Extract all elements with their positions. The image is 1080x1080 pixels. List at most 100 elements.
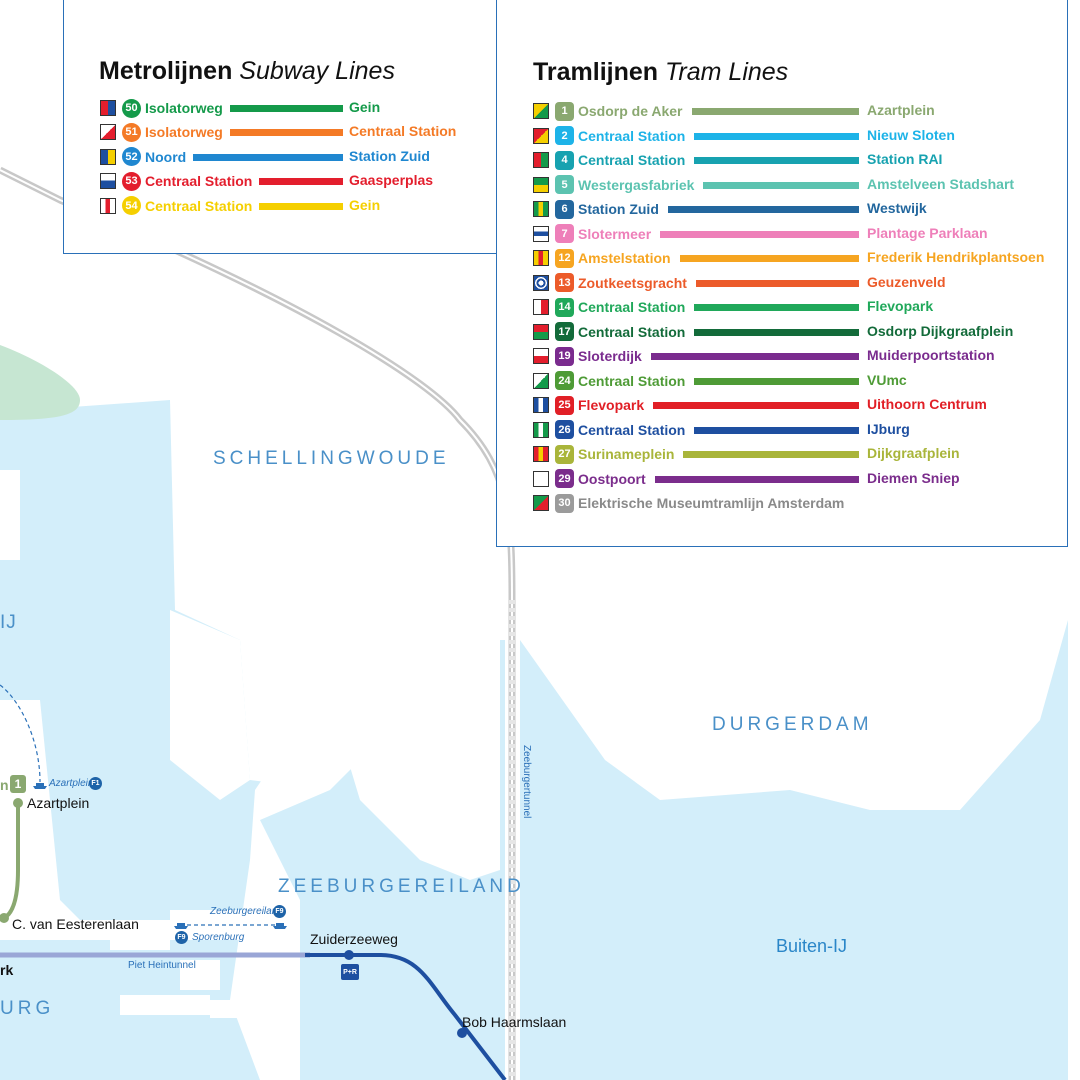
line-number-badge: 30 — [555, 493, 574, 513]
place-ij: IJ — [0, 612, 17, 633]
line-number-badge: 19 — [555, 346, 574, 366]
line-destination: Azartplein — [867, 102, 935, 118]
station-dot-eesterenlaan — [0, 913, 9, 923]
line-number-badge: 17 — [555, 322, 574, 341]
line-flag-icon — [533, 446, 549, 462]
station-partial-left: n — [0, 777, 9, 793]
tram-legend-title: Tramlijnen Tram Lines — [533, 58, 788, 87]
park-ride-icon: P+R — [341, 964, 359, 980]
ferry-stop-azartplein: Azartplein — [49, 778, 94, 789]
line-origin: Elektrische Museumtramlijn Amsterdam — [578, 495, 845, 511]
line-origin: Zoutkeetsgracht — [578, 274, 687, 291]
line-origin: Oostpoort — [578, 470, 646, 487]
line-origin: Centraal Station — [578, 127, 686, 144]
line-color-bar — [683, 451, 859, 458]
ferry-icon — [33, 783, 47, 789]
line-origin: Osdorp de Aker — [578, 103, 683, 119]
tunnel-piet-heintunnel: Piet Heintunnel — [128, 960, 196, 971]
line-origin: Station Zuid — [578, 201, 659, 217]
ferry-stop-zeeburgereiland: Zeeburgereiland — [210, 906, 283, 917]
station-dot-bob-haarmslaan — [457, 1028, 467, 1038]
line-flag-icon — [533, 201, 549, 217]
line-destination: Amstelveen Stadshart — [867, 175, 1015, 192]
line-number-badge: 29 — [555, 469, 574, 488]
line-destination: VUmc — [867, 371, 907, 388]
line-number-badge: 24 — [555, 371, 574, 390]
station-bob-haarmslaan[interactable]: Bob Haarmslaan — [462, 1014, 567, 1030]
line-flag-icon — [100, 148, 116, 165]
line-origin: Centraal Station — [145, 197, 253, 214]
subway-legend-title: Metrolijnen Subway Lines — [99, 57, 395, 86]
water-buiten-ij: Buiten-IJ — [776, 936, 848, 956]
line-destination: Uithoorn Centrum — [867, 396, 987, 412]
place-schellingwoude: SCHELLINGWOUDE — [213, 448, 450, 469]
line-color-bar — [694, 157, 859, 164]
line-flag-icon — [533, 495, 549, 511]
line-color-bar — [694, 328, 859, 336]
station-partial-park[interactable]: rk — [0, 962, 14, 978]
line-origin: Centraal Station — [578, 323, 686, 340]
line-color-bar — [694, 304, 859, 311]
line-color-bar — [193, 153, 343, 161]
ferry-f1-icon: F1 — [89, 777, 102, 790]
line-color-bar — [703, 181, 859, 189]
line-flag-icon — [533, 103, 549, 119]
line-flag-icon — [100, 173, 116, 190]
line-destination: Gein — [349, 196, 381, 213]
line-number-badge: 14 — [555, 297, 574, 317]
line-number-badge: 27 — [555, 444, 574, 464]
line-color-bar — [694, 132, 859, 140]
line-number-badge: 2 — [555, 126, 574, 145]
station-zuiderzeeweg[interactable]: Zuiderzeeweg — [310, 931, 398, 947]
subway-title-en: Subway Lines — [239, 57, 395, 85]
station-azartplein[interactable]: Azartplein — [27, 795, 90, 811]
line-color-bar — [695, 279, 859, 287]
line-flag-icon — [533, 127, 549, 144]
line-number-badge: 51 — [122, 122, 141, 142]
line-origin: Slotermeer — [578, 225, 652, 242]
line-flag-icon — [533, 176, 549, 193]
line-color-bar — [229, 105, 343, 112]
line-destination: Muiderpoortstation — [867, 347, 995, 363]
line-destination: Diemen Sniep — [867, 469, 960, 486]
line-color-bar — [259, 202, 343, 210]
line-color-bar — [694, 426, 859, 434]
line-origin: Centraal Station — [578, 372, 686, 389]
ferry-icon — [174, 923, 188, 929]
station-c-van-eesterenlaan[interactable]: C. van Eesterenlaan — [12, 916, 139, 932]
line-destination: Nieuw Sloten — [867, 126, 955, 143]
line-number-badge: 50 — [122, 98, 141, 118]
line-origin: Sloterdijk — [578, 348, 642, 364]
line-flag-icon — [533, 421, 549, 438]
line-color-bar — [679, 255, 859, 262]
line-destination: Centraal Station — [349, 123, 457, 140]
line-origin: Noord — [145, 148, 187, 165]
line-destination: Osdorp Dijkgraafplein — [867, 322, 1014, 339]
bridge-mark — [321, 671, 369, 705]
ferry-route — [0, 684, 41, 783]
